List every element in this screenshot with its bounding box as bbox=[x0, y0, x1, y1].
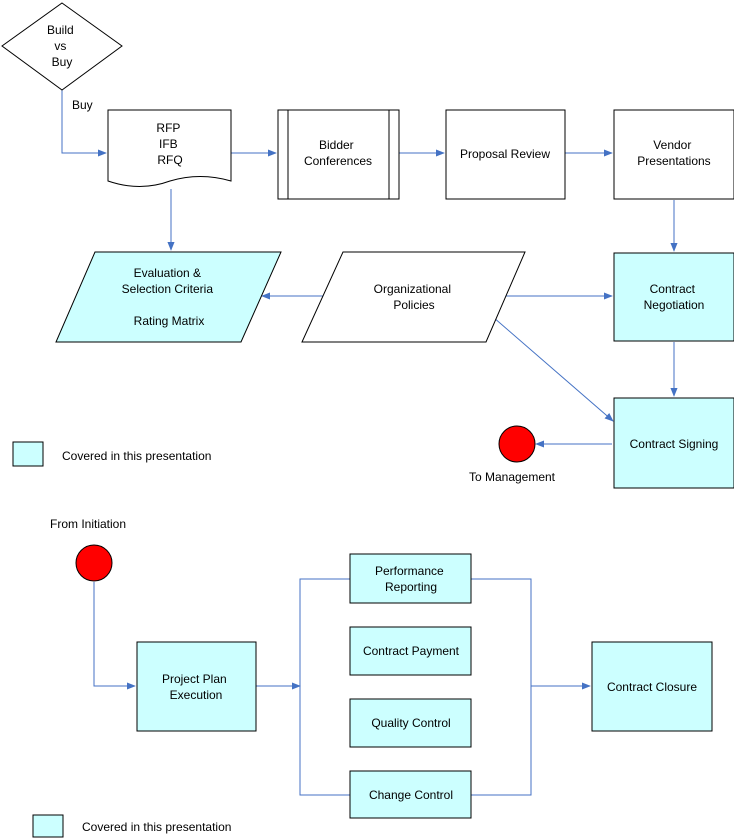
connector-split-bracket bbox=[299, 578, 350, 796]
quality-control-box: Quality Control bbox=[349, 698, 472, 748]
vendor-presentations-label: Vendor Presentations bbox=[637, 138, 710, 168]
bottom-connectors bbox=[93, 578, 591, 796]
performance-reporting-label: Performance Reporting bbox=[375, 564, 447, 594]
buy-label: Buy bbox=[72, 98, 93, 112]
legend-label: Covered in this presentation bbox=[62, 449, 211, 463]
contract-negotiation-label: Contract Negotiation bbox=[644, 282, 705, 312]
organizational-policies-data: Organizational Policies bbox=[301, 251, 526, 343]
connector-merge-bracket bbox=[471, 578, 532, 796]
project-plan-execution-label: Project Plan Execution bbox=[162, 672, 230, 702]
bidder-conferences-label: Bidder Conferences bbox=[304, 138, 372, 168]
evaluation-criteria-data: Evaluation & Selection Criteria Rating M… bbox=[55, 251, 282, 343]
legend-swatch bbox=[12, 441, 44, 467]
contract-signing-box: Contract Signing bbox=[613, 397, 734, 489]
contract-signing-label: Contract Signing bbox=[630, 437, 719, 451]
change-control-label: Change Control bbox=[369, 788, 453, 802]
build-vs-buy-label: Build vs Buy bbox=[47, 23, 77, 69]
connector-decision-to-rfp bbox=[61, 90, 107, 157]
management-endpoint bbox=[498, 425, 536, 463]
contract-closure-label: Contract Closure bbox=[607, 680, 697, 694]
organizational-policies-label: Organizational Policies bbox=[374, 282, 455, 312]
connector-initiation-to-execution bbox=[93, 582, 136, 690]
top-legend: Covered in this presentation bbox=[12, 441, 211, 467]
connector-policies-to-signing bbox=[492, 316, 614, 422]
change-control-box: Change Control bbox=[349, 770, 472, 819]
quality-control-label: Quality Control bbox=[371, 716, 450, 730]
bottom-legend: Covered in this presentation bbox=[32, 814, 231, 838]
top-connectors bbox=[61, 90, 678, 448]
initiation-start-point bbox=[75, 544, 113, 582]
contract-negotiation-box: Contract Negotiation bbox=[613, 252, 734, 342]
bidder-conferences-box: Bidder Conferences bbox=[277, 109, 400, 200]
to-management-label: To Management bbox=[469, 470, 556, 484]
proposal-review-label: Proposal Review bbox=[460, 147, 550, 161]
rfp-ifb-rfq-document: RFP IFB RFQ bbox=[107, 109, 232, 187]
legend-label: Covered in this presentation bbox=[82, 820, 231, 834]
contract-payment-box: Contract Payment bbox=[349, 626, 472, 676]
contract-payment-label: Contract Payment bbox=[363, 644, 460, 658]
build-vs-buy-decision: Build vs Buy bbox=[1, 2, 123, 91]
from-initiation-label: From Initiation bbox=[50, 517, 126, 531]
contract-closure-box: Contract Closure bbox=[591, 641, 713, 732]
legend-swatch bbox=[32, 814, 64, 838]
proposal-review-box: Proposal Review bbox=[445, 109, 566, 200]
performance-reporting-box: Performance Reporting bbox=[349, 553, 472, 604]
documents-label: RFP IFB RFQ bbox=[156, 121, 183, 167]
vendor-presentations-box: Vendor Presentations bbox=[613, 109, 734, 200]
project-plan-execution-box: Project Plan Execution bbox=[136, 641, 257, 732]
evaluation-criteria-label: Evaluation & Selection Criteria Rating M… bbox=[122, 266, 217, 328]
